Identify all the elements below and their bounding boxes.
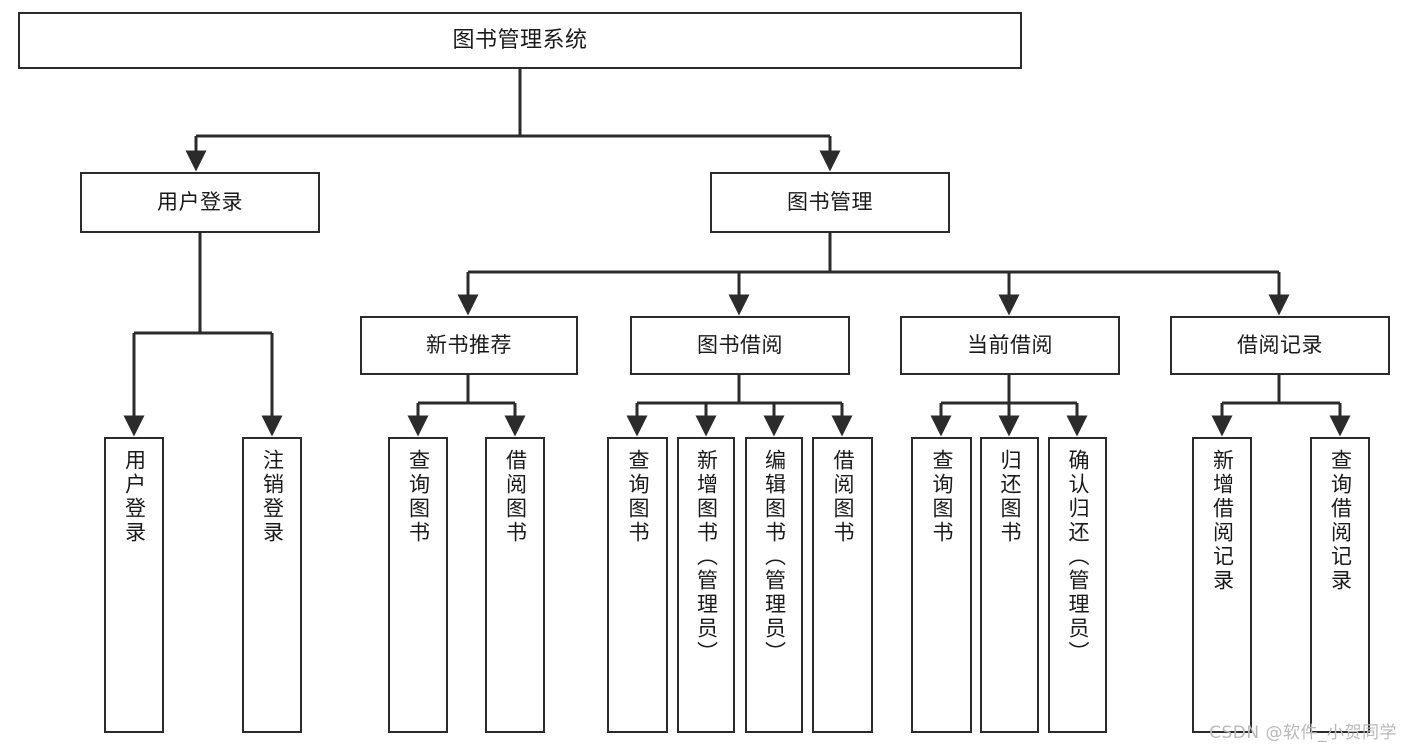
node-new-book-recommend-label: 新书推荐 [426,333,512,358]
node-leaf-add-record[interactable]: 新增借阅记录 [1192,437,1252,733]
node-leaf-user-logout[interactable]: 注销登录 [242,437,302,733]
node-book-borrow[interactable]: 图书借阅 [630,316,850,375]
node-user-login-label: 用户登录 [157,190,243,215]
node-leaf-user-login-label: 用户登录 [122,449,147,545]
node-root-system-label: 图书管理系统 [452,27,588,53]
node-leaf-confirm-return[interactable]: 确认归还（管理员） [1048,437,1107,733]
node-leaf-query-book-1-label: 查询图书 [406,449,431,545]
node-leaf-query-record-label: 查询借阅记录 [1328,449,1353,593]
node-leaf-return-book[interactable]: 归还图书 [980,437,1039,733]
node-leaf-query-book-2-label: 查询图书 [626,449,650,545]
node-leaf-query-book-3[interactable]: 查询图书 [911,437,972,733]
node-leaf-edit-book[interactable]: 编辑图书（管理员） [745,437,803,733]
node-leaf-borrow-book-1[interactable]: 借阅图书 [485,437,545,733]
node-book-management-label: 图书管理 [787,190,873,215]
node-leaf-add-book-label: 新增图书（管理员） [694,449,719,665]
node-leaf-borrow-book-1-label: 借阅图书 [503,449,528,545]
node-leaf-borrow-book-2[interactable]: 借阅图书 [812,437,873,733]
node-new-book-recommend[interactable]: 新书推荐 [360,316,578,375]
node-root-system[interactable]: 图书管理系统 [18,12,1022,69]
node-current-borrow[interactable]: 当前借阅 [900,316,1120,375]
node-leaf-confirm-return-label: 确认归还（管理员） [1066,449,1090,665]
node-leaf-user-logout-label: 注销登录 [260,449,285,545]
node-leaf-query-book-1[interactable]: 查询图书 [388,437,448,733]
csdn-watermark: CSDN @软件_小贺同学 [1209,723,1397,743]
node-borrow-record[interactable]: 借阅记录 [1170,316,1390,375]
node-leaf-query-book-2[interactable]: 查询图书 [607,437,668,733]
node-leaf-return-book-label: 归还图书 [998,449,1022,545]
node-user-login[interactable]: 用户登录 [80,172,320,233]
node-borrow-record-label: 借阅记录 [1237,333,1323,358]
node-leaf-query-record[interactable]: 查询借阅记录 [1310,437,1370,733]
node-book-management[interactable]: 图书管理 [710,172,950,233]
node-book-borrow-label: 图书借阅 [697,333,783,358]
node-leaf-user-login[interactable]: 用户登录 [104,437,164,733]
node-leaf-add-record-label: 新增借阅记录 [1210,449,1235,593]
node-leaf-edit-book-label: 编辑图书（管理员） [762,449,787,665]
node-leaf-query-book-3-label: 查询图书 [930,449,954,545]
node-leaf-borrow-book-2-label: 借阅图书 [831,449,855,545]
node-leaf-add-book[interactable]: 新增图书（管理员） [677,437,735,733]
node-current-borrow-label: 当前借阅 [967,333,1053,358]
